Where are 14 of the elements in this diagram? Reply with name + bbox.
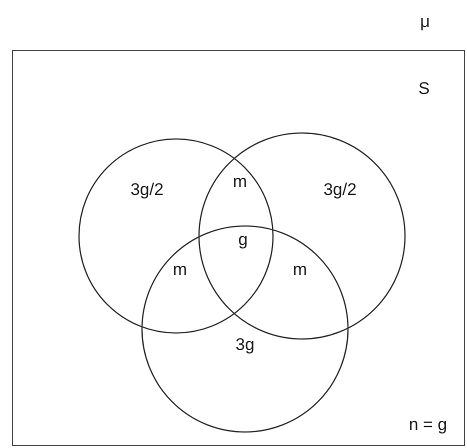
set-count-label: n = g	[408, 415, 448, 435]
universal-set-box	[12, 50, 465, 446]
venn-circle	[198, 132, 406, 340]
region-value: m	[172, 260, 188, 280]
region-value: m	[292, 260, 308, 280]
region-value: 3g	[236, 335, 254, 355]
region-value: m	[232, 172, 248, 192]
venn-circle	[141, 225, 349, 433]
symbol-label: μ	[420, 12, 430, 32]
region-value: g	[238, 230, 248, 250]
region-value: 3g/2	[130, 180, 164, 200]
set-label: S	[418, 79, 430, 99]
venn-circle	[78, 138, 274, 334]
region-value: 3g/2	[323, 180, 357, 200]
